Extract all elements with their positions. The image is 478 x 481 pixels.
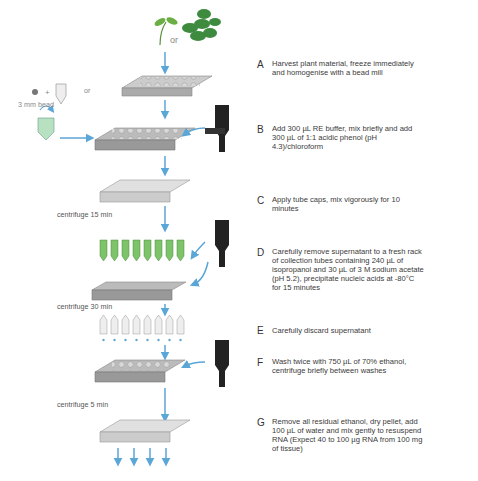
- step-text: Remove all residual ethanol, dry pellet,…: [272, 417, 424, 453]
- step-text: Carefully remove supernatant to a fresh …: [272, 247, 424, 292]
- centrifuge-label: centrifuge 15 min: [56, 210, 138, 219]
- centrifuge-label: centrifuge 5 min: [56, 400, 138, 409]
- step-letter: E: [257, 326, 269, 335]
- step-text: Apply tube caps, mix vigorously for 10 m…: [272, 195, 424, 213]
- svg-text:+: +: [45, 88, 50, 97]
- step-letter: F: [257, 358, 269, 367]
- step-letter: C: [257, 196, 269, 205]
- svg-text:or: or: [170, 35, 178, 45]
- step-letter: G: [257, 418, 269, 427]
- step-text: Wash twice with 750 µL of 70% ethanol, c…: [272, 357, 424, 375]
- step-letter: A: [257, 60, 269, 69]
- centrifuge-label: centrifuge 30 min: [56, 302, 138, 311]
- step-text: Harvest plant material, freeze immediate…: [272, 59, 424, 77]
- bead-label: 3 mm bead: [18, 100, 68, 109]
- step-text: Add 300 µL RE buffer, mix briefly and ad…: [272, 124, 424, 151]
- or-label: or: [84, 86, 98, 95]
- step-letter: B: [257, 125, 269, 134]
- step-text: Carefully discard supernatant: [272, 326, 424, 335]
- step-letter: D: [257, 248, 269, 257]
